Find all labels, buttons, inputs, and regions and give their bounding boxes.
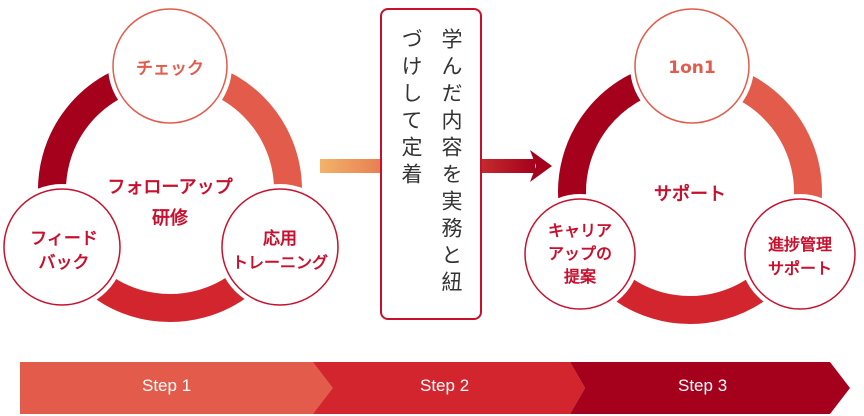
middle-text-box: 学んだ内容を実務と紐づけして定着 bbox=[380, 8, 482, 320]
svg-text:サポート: サポート bbox=[768, 259, 832, 278]
node-1on1: 1on1 bbox=[630, 4, 754, 128]
step-3-segment bbox=[570, 362, 850, 414]
center-title: フォローアップ bbox=[107, 176, 233, 198]
center-title: サポート bbox=[654, 183, 726, 205]
diagram-canvas: フォローアップ 研修 チェック フィード バック 応用 トレーニング サポート bbox=[0, 4, 860, 324]
svg-text:アップの: アップの bbox=[548, 244, 612, 263]
node-check: チェック bbox=[108, 4, 232, 128]
step-2-segment bbox=[313, 362, 585, 414]
svg-text:チェック: チェック bbox=[136, 59, 204, 79]
step-1-label: Step 1 bbox=[142, 376, 192, 395]
node-feedback: フィード バック bbox=[0, 184, 125, 310]
right-cycle: サポート 1on1 キャリア アップの 提案 進捗管理 サポート bbox=[520, 4, 860, 324]
step-1-segment bbox=[20, 362, 313, 414]
middle-text: 学んだ内容を実務と紐づけして定着 bbox=[399, 28, 463, 298]
svg-text:フィード: フィード bbox=[30, 229, 98, 249]
svg-text:進捗管理: 進捗管理 bbox=[768, 235, 832, 254]
node-progress-support: 進捗管理 サポート bbox=[740, 194, 860, 314]
step-bar: Step 1 Step 2 Step 3 bbox=[20, 362, 850, 414]
node-applied-training: 応用 トレーニング bbox=[217, 184, 343, 310]
svg-text:提案: 提案 bbox=[564, 267, 597, 286]
svg-text:バック: バック bbox=[39, 253, 90, 273]
node-career-up: キャリア アップの 提案 bbox=[520, 194, 640, 314]
svg-text:応用: 応用 bbox=[263, 228, 297, 249]
step-3-label: Step 3 bbox=[678, 376, 728, 395]
left-cycle: フォローアップ 研修 チェック フィード バック 応用 トレーニング bbox=[0, 4, 343, 322]
center-title-2: 研修 bbox=[152, 207, 189, 229]
svg-text:キャリア: キャリア bbox=[548, 221, 612, 240]
svg-text:1on1: 1on1 bbox=[668, 58, 715, 78]
svg-text:トレーニング: トレーニング bbox=[232, 253, 328, 272]
step-2-label: Step 2 bbox=[420, 376, 470, 395]
